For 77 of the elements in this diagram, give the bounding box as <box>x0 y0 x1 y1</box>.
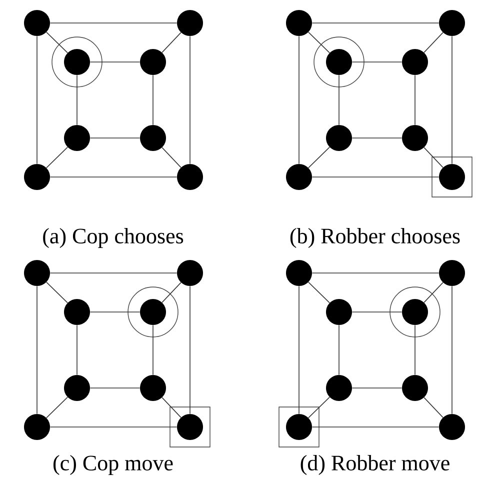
ring-marker <box>128 286 178 338</box>
graph-edge <box>50 176 178 178</box>
graph-edge <box>308 32 330 54</box>
graph-vertex <box>402 125 428 151</box>
square-marker <box>278 406 320 448</box>
graph-edge <box>308 396 330 418</box>
graph-edge <box>312 22 440 24</box>
graph-edge <box>338 324 340 376</box>
graph-vertex <box>140 299 166 325</box>
panel-caption: (c) Cop move <box>54 455 173 475</box>
graph-edge <box>308 146 330 168</box>
ring-marker <box>390 286 440 338</box>
graph-edge <box>162 147 182 168</box>
graph-vertex <box>439 10 465 36</box>
graph-vertex <box>177 10 203 36</box>
graph-vertex <box>402 49 428 75</box>
graph-vertex <box>140 375 166 401</box>
graph-edge <box>338 74 340 126</box>
graph-vertex <box>64 49 90 75</box>
graph-vertex <box>24 260 50 286</box>
graph-vertex <box>326 375 352 401</box>
panel-caption: (a) Cop chooses <box>43 228 184 248</box>
graph-vertex <box>439 414 465 440</box>
graph-edge <box>46 32 68 54</box>
graph-edge <box>298 36 300 164</box>
graph-vertex <box>326 125 352 151</box>
square-marker <box>432 156 472 198</box>
graph-edge <box>50 426 178 428</box>
graph-vertex <box>439 260 465 286</box>
graph-vertex <box>177 414 203 440</box>
square-marker <box>170 406 210 448</box>
graph-edge <box>424 32 444 53</box>
graph-vertex <box>286 10 312 36</box>
graph-edge <box>424 282 444 303</box>
graph-vertex <box>64 375 90 401</box>
graph-vertex <box>326 49 352 75</box>
graph-edge <box>308 282 330 304</box>
graph-vertex <box>140 49 166 75</box>
graph-edge <box>36 36 38 164</box>
graph-edge <box>312 272 440 274</box>
graph-edge <box>50 22 178 24</box>
graph-vertex <box>326 299 352 325</box>
graph-vertex <box>64 125 90 151</box>
graph-edge <box>298 286 300 414</box>
graph-edge <box>152 324 154 376</box>
graph-edge <box>76 74 78 126</box>
graph-edge <box>46 282 68 304</box>
panel-caption: (d) Robber move <box>300 455 450 475</box>
graph-edge <box>50 272 178 274</box>
graph-edge <box>46 396 68 418</box>
graph-edge <box>152 74 154 126</box>
graph-vertex <box>439 164 465 190</box>
graph-edge <box>46 146 68 168</box>
graph-edge <box>162 32 182 53</box>
graph-vertex <box>64 299 90 325</box>
graph-vertex <box>286 414 312 440</box>
graph-edge <box>414 324 416 376</box>
graph-vertex <box>286 260 312 286</box>
graph-vertex <box>402 375 428 401</box>
graph-vertex <box>24 10 50 36</box>
ring-marker <box>52 36 102 88</box>
graph-vertex <box>177 164 203 190</box>
graph-vertex <box>24 414 50 440</box>
graph-vertex <box>177 260 203 286</box>
graph-vertex <box>24 164 50 190</box>
ring-marker <box>314 36 364 88</box>
graph-vertex <box>140 125 166 151</box>
graph-edge <box>414 74 416 126</box>
graph-edge <box>312 176 440 178</box>
graph-vertex <box>402 299 428 325</box>
graph-edge <box>424 397 444 418</box>
graph-edge <box>76 324 78 376</box>
graph-edge <box>312 426 440 428</box>
graph-vertex <box>286 164 312 190</box>
panel-caption: (b) Robber chooses <box>290 228 460 248</box>
graph-edge <box>162 282 182 303</box>
graph-edge <box>36 286 38 414</box>
